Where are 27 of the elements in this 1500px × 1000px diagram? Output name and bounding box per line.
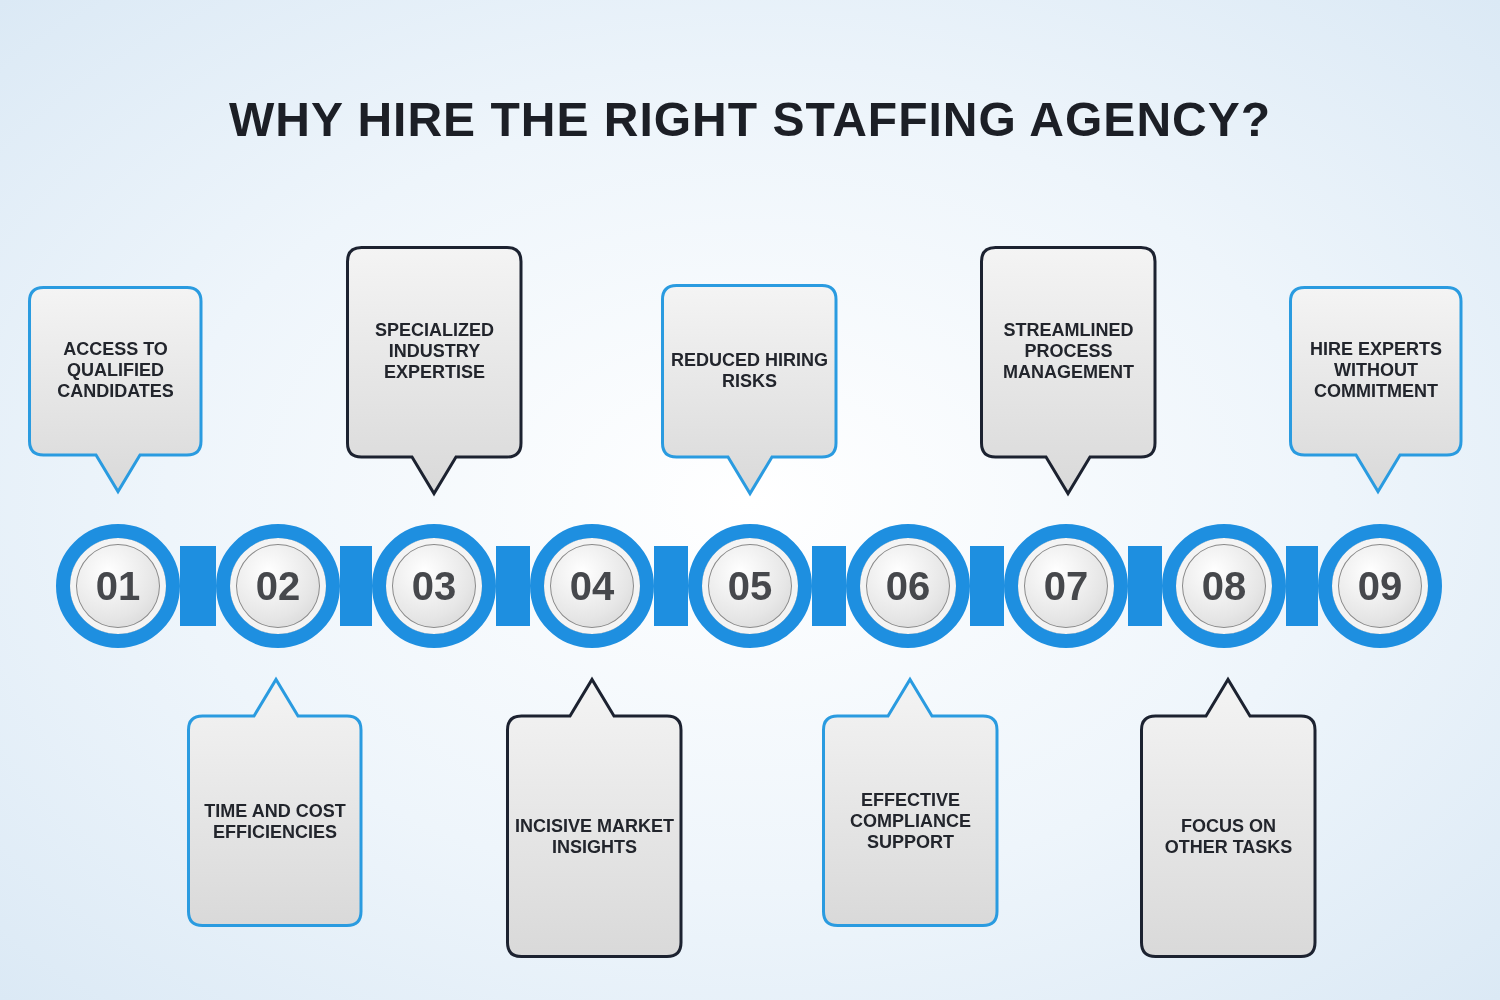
step-number: 08 (1201, 563, 1247, 609)
callout-text: TIME AND COST EFFICIENCIES (203, 800, 347, 843)
step-number: 04 (569, 563, 615, 609)
step-number: 07 (1043, 563, 1089, 609)
callout-text: EFFECTIVE COMPLIANCE SUPPORT (849, 790, 972, 853)
callout-text: ACCESS TO QUALIFIED CANDIDATES (56, 339, 175, 402)
callout-text: SPECIALIZED INDUSTRY EXPERTISE (374, 320, 495, 383)
step-number: 06 (885, 563, 931, 609)
step-number: 09 (1357, 563, 1403, 609)
callout-text: STREAMLINED PROCESS MANAGEMENT (1002, 320, 1135, 383)
title: WHY HIRE THE RIGHT STAFFING AGENCY? (227, 92, 1273, 147)
chain-link (654, 546, 688, 626)
step-number: 02 (255, 563, 301, 609)
chain-link (496, 546, 530, 626)
chain-link (340, 546, 372, 626)
callout-text: FOCUS ON OTHER TASKS (1163, 816, 1294, 858)
chain-link (1286, 546, 1318, 626)
chain-link (970, 546, 1004, 626)
chain-link (1128, 546, 1162, 626)
chain-link (812, 546, 846, 626)
callout-text: INCISIVE MARKET INSIGHTS (514, 816, 675, 858)
step-number: 03 (411, 563, 457, 609)
step-number: 05 (727, 563, 773, 609)
step-number: 01 (95, 563, 141, 609)
callout-text: HIRE EXPERTS WITHOUT COMMITMENT (1309, 339, 1443, 402)
callout-text: REDUCED HIRING RISKS (670, 349, 829, 392)
chain-link (180, 546, 216, 626)
